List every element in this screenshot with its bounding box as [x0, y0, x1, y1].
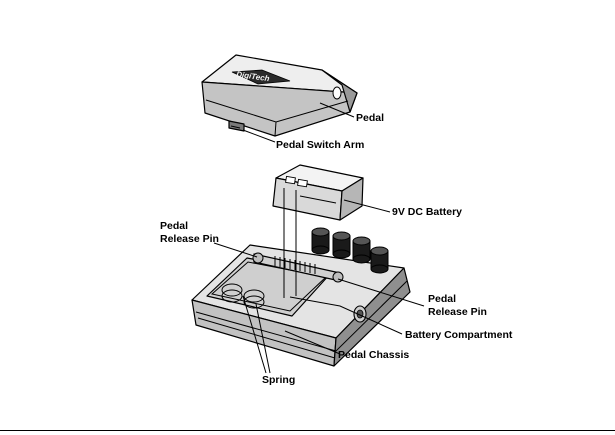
- battery-part: [273, 165, 363, 220]
- knob-2: [333, 232, 350, 258]
- label-9v-dc-battery: 9V DC Battery: [392, 206, 462, 218]
- label-release-pin-left-line2: Release Pin: [160, 233, 219, 245]
- label-battery-compartment: Battery Compartment: [405, 329, 513, 341]
- pedal-part: DigiTech: [202, 55, 357, 136]
- label-pedal-chassis: Pedal Chassis: [338, 349, 409, 361]
- pedal-chassis-part: [192, 188, 410, 366]
- knob-4: [371, 247, 388, 273]
- knob-1: [312, 228, 329, 254]
- label-pedal: Pedal: [356, 112, 384, 124]
- label-release-pin-right-line2: Release Pin: [428, 306, 487, 318]
- label-spring: Spring: [262, 374, 295, 386]
- label-release-pin-left-line1: Pedal: [160, 220, 188, 232]
- label-release-pin-right-line1: Pedal: [428, 293, 456, 305]
- label-pedal-switch-arm: Pedal Switch Arm: [276, 139, 364, 151]
- knob-3: [353, 237, 370, 263]
